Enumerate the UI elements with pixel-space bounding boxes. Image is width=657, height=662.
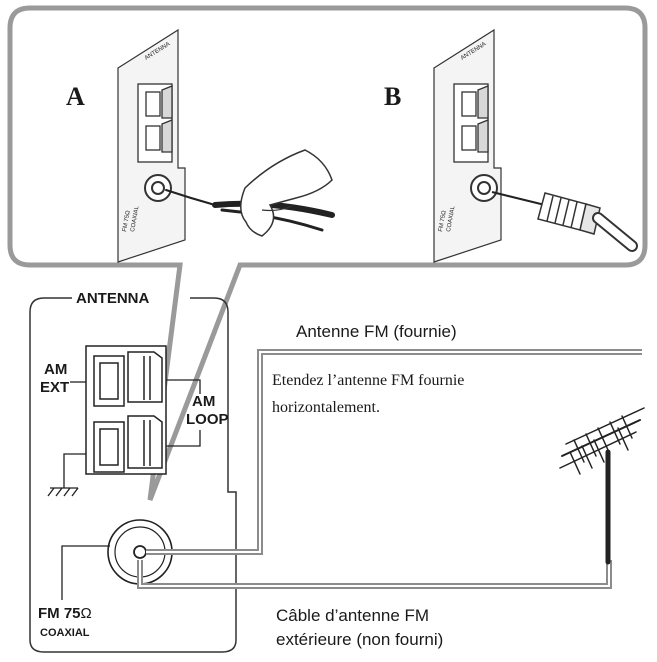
panel-a-jack-text-1: FM 75Ω: [122, 210, 132, 233]
panel-b-jack-text-1: FM 75Ω: [438, 210, 448, 233]
panel-b-jack-text-2: COAXIAL: [446, 205, 457, 232]
fm-coax-jack-pin: [133, 545, 147, 559]
coaxial-label: COAXIAL: [40, 627, 90, 639]
am-ext-label-1: AM: [44, 361, 67, 378]
am-loop-label-1: AM: [192, 393, 215, 410]
fm-instruction-line-2: horizontalement.: [272, 399, 380, 416]
panel-b-cable-wire: [491, 191, 546, 206]
panel-a-hand: [240, 149, 333, 237]
fm-75-label: FM 75Ω: [38, 605, 92, 622]
terminal-panel-outline: [29, 297, 237, 653]
terminal-panel: ANTENNA AM EXT AM LOOP: [29, 290, 237, 653]
ohm-symbol: Ω: [81, 605, 92, 622]
fm-antenna-title: Antenne FM (fournie): [296, 322, 457, 341]
am-ext-label-2: EXT: [40, 379, 69, 396]
panel-b-label: B: [384, 82, 401, 111]
fm-75-text: FM 75: [38, 605, 81, 622]
panel-a-jack-text-2: COAXIAL: [130, 205, 141, 232]
panel-a-coax-jack-center: [151, 181, 165, 195]
panel-b-coax-plug: [537, 192, 601, 235]
panel-a-label: A: [66, 82, 85, 111]
am-loop-label-2: LOOP: [186, 411, 229, 428]
am-spring-terminal: [85, 345, 167, 475]
outdoor-antenna-cable: [137, 560, 612, 589]
cable-title-line-2: extérieure (non fourni): [276, 630, 443, 649]
outdoor-antenna: [559, 407, 645, 565]
terminal-title: ANTENNA: [76, 290, 149, 307]
ground-symbol: [47, 453, 86, 497]
panel-a-spring-terminal: [137, 83, 173, 163]
cable-title-line-1: Câble d’antenne FM: [276, 606, 429, 625]
panel-b-spring-terminal: [453, 83, 489, 163]
panel-b-coax-jack-center: [477, 181, 491, 195]
fm-instruction-line-1: Etendez l’antenne FM fournie: [272, 372, 464, 389]
panel-a: A ANTENNA FM 75Ω COAXIAL: [66, 28, 335, 263]
panel-b: B ANTENNA FM 75Ω COAXIAL: [384, 28, 638, 263]
